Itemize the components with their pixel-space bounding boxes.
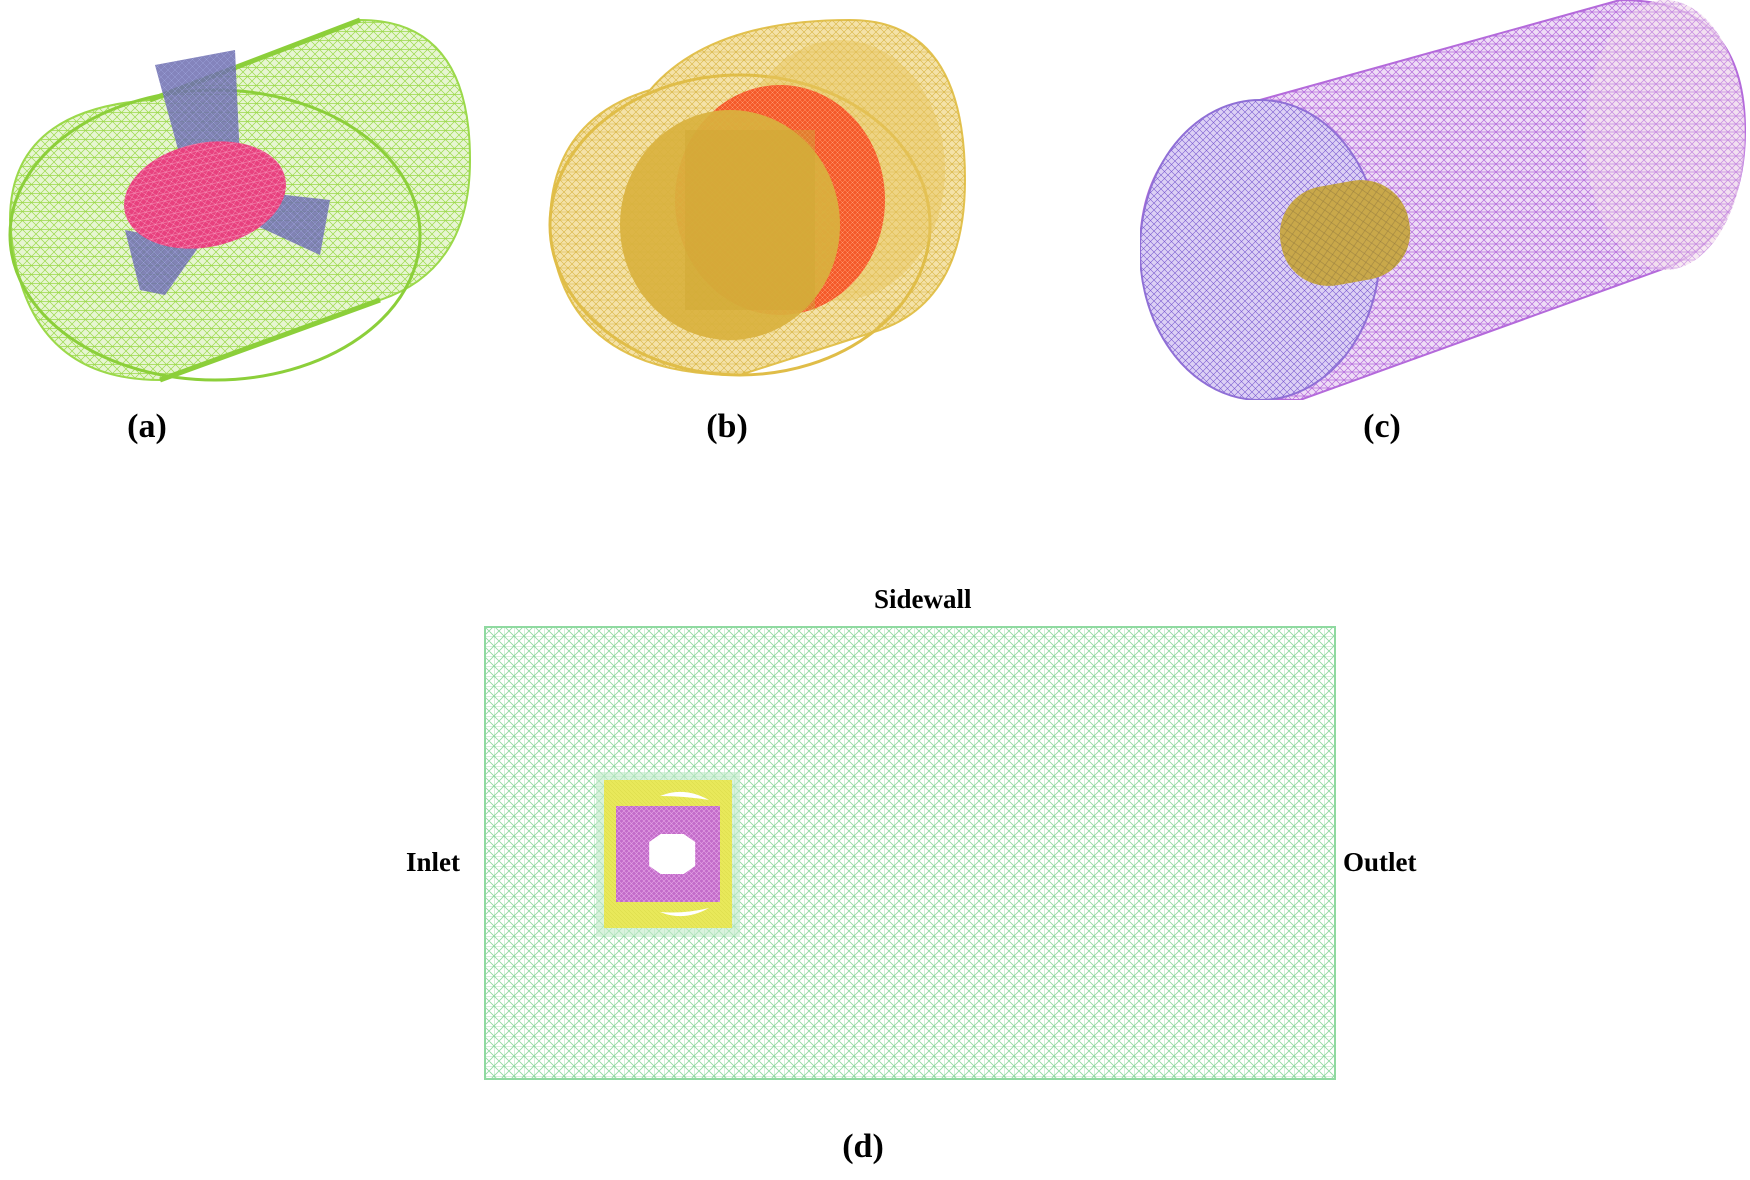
caption-a: (a) xyxy=(127,408,167,445)
panel-d-blade-top xyxy=(660,791,709,800)
panel-a-figure xyxy=(8,17,472,383)
panel-c-mesh-cylinder xyxy=(1140,0,1750,400)
panel-b-figure xyxy=(548,18,967,377)
label-sidewall: Sidewall xyxy=(874,584,972,614)
panel-c-figure xyxy=(1140,0,1747,400)
label-outlet: Outlet xyxy=(1343,847,1417,877)
panel-d-mesh-domain xyxy=(484,626,1336,1080)
caption-d: (d) xyxy=(842,1128,884,1165)
panel-d-figure xyxy=(484,626,1336,1080)
caption-c: (c) xyxy=(1363,408,1401,445)
caption-b: (b) xyxy=(706,408,748,445)
panel-d-blade-bottom xyxy=(660,908,709,917)
panel-a-mesh-cylinder xyxy=(0,0,490,400)
label-inlet: Inlet xyxy=(406,847,460,877)
panel-b-mesh-cylinder xyxy=(540,0,980,400)
panel-d-hub xyxy=(649,834,696,874)
